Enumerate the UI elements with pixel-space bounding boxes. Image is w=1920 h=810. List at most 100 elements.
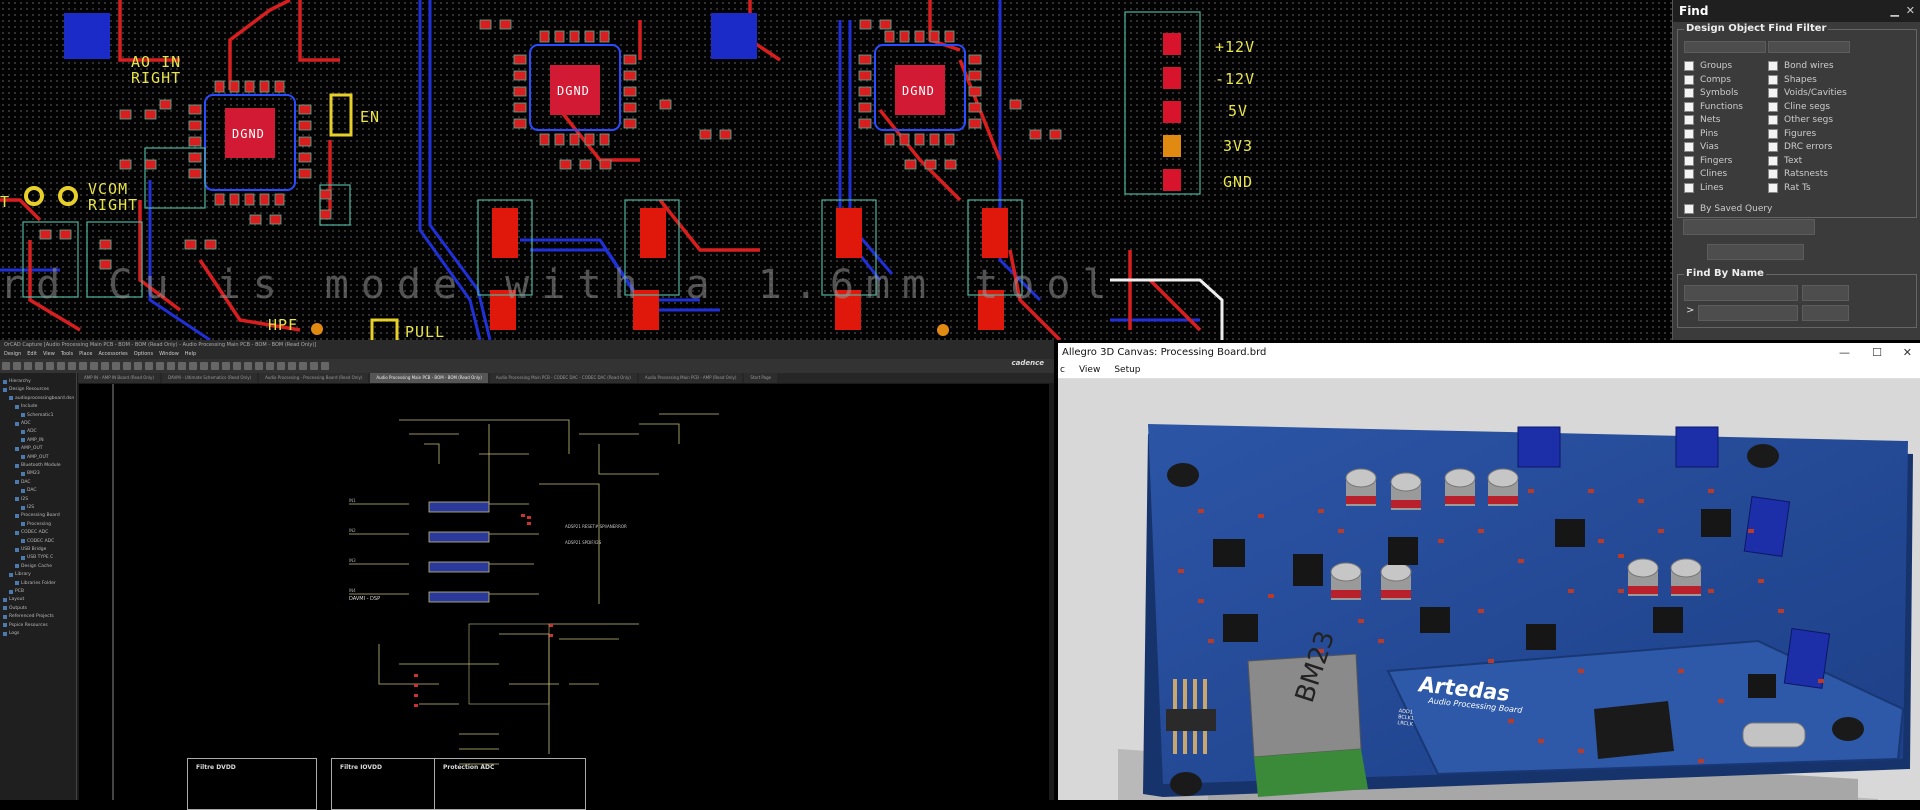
find-by-mode-select[interactable] <box>1802 285 1849 301</box>
tree-item[interactable]: Library <box>9 572 31 577</box>
toolbar-button-icon[interactable] <box>233 362 241 370</box>
schematic-canvas[interactable]: IN1 IN2 IN3 IN4 DAVMI - DSP ADSP21 RESET… <box>79 384 1049 800</box>
filter-checkbox-figures[interactable]: Figures <box>1768 129 1816 139</box>
filter-checkbox-pins[interactable]: Pins <box>1684 129 1718 139</box>
filter-checkbox-drc-errors[interactable]: DRC errors <box>1768 142 1832 152</box>
filter-checkbox-other-segs[interactable]: Other segs <box>1768 115 1833 125</box>
tree-item[interactable]: PCB <box>9 589 24 594</box>
filter-checkbox-nets[interactable]: Nets <box>1684 115 1721 125</box>
tree-item[interactable]: USB TYPE C <box>21 555 53 560</box>
capture-menu-window[interactable]: Window <box>159 350 179 359</box>
capture-menu-help[interactable]: Help <box>185 350 196 359</box>
block-filtre-iovdd[interactable]: Filtre IOVDD <box>331 758 435 810</box>
filter-checkbox-cline-segs[interactable]: Cline segs <box>1768 102 1830 112</box>
tree-item[interactable]: I2S <box>15 497 28 502</box>
toolbar-button-icon[interactable] <box>288 362 296 370</box>
toolbar-button-icon[interactable] <box>57 362 65 370</box>
filter-checkbox-symbols[interactable]: Symbols <box>1684 88 1738 98</box>
filter-checkbox-lines[interactable]: Lines <box>1684 183 1723 193</box>
filter-checkbox-vias[interactable]: Vias <box>1684 142 1719 152</box>
tree-item[interactable]: AMP_OUT <box>15 446 43 451</box>
tree-item[interactable]: DAC <box>21 488 37 493</box>
toolbar-button-icon[interactable] <box>24 362 32 370</box>
tree-item[interactable]: Referenced Projects <box>3 614 54 619</box>
document-tab[interactable]: Audio Processing Main PCB - AMP (Read On… <box>639 373 743 383</box>
toolbar-button-icon[interactable] <box>211 362 219 370</box>
minimize-icon[interactable]: ▁ <box>1891 0 1899 22</box>
tree-item[interactable]: Logs <box>3 631 19 636</box>
tree-item[interactable]: Include <box>15 404 37 409</box>
tree-item[interactable]: Pspice Resources <box>3 623 48 628</box>
toolbar-button-icon[interactable] <box>244 362 252 370</box>
tree-item[interactable]: Design Cache <box>15 564 52 569</box>
toolbar-button-icon[interactable] <box>156 362 164 370</box>
tree-item[interactable]: audioprocessingboard.dsn <box>9 396 74 401</box>
tree-item[interactable]: DAC <box>15 480 31 485</box>
find-by-type-select[interactable] <box>1684 285 1798 301</box>
toolbar-button-icon[interactable] <box>145 362 153 370</box>
tree-item[interactable]: BM23 <box>21 471 40 476</box>
tree-item[interactable]: I2S <box>21 505 34 510</box>
maximize-button[interactable]: ☐ <box>1872 343 1882 362</box>
document-tab[interactable]: DAVMI - Ultimate Schematics (Read Only) <box>162 373 257 383</box>
document-tab[interactable]: Start Page <box>744 373 777 383</box>
toolbar-button-icon[interactable] <box>46 362 54 370</box>
tree-item[interactable]: ADC <box>21 429 37 434</box>
capture-menu-options[interactable]: Options <box>134 350 153 359</box>
filter-checkbox-text[interactable]: Text <box>1768 156 1802 166</box>
filter-checkbox-bond-wires[interactable]: Bond wires <box>1768 61 1834 71</box>
menu-setup[interactable]: Setup <box>1114 362 1140 378</box>
toolbar-button-icon[interactable] <box>13 362 21 370</box>
tree-item[interactable]: Processing Board <box>15 513 60 518</box>
toolbar-button-icon[interactable] <box>101 362 109 370</box>
toolbar-button-icon[interactable] <box>79 362 87 370</box>
menu-partial[interactable]: c <box>1060 362 1065 378</box>
toolbar-button-icon[interactable] <box>277 362 285 370</box>
capture-menu-edit[interactable]: Edit <box>27 350 37 359</box>
filter-checkbox-groups[interactable]: Groups <box>1684 61 1732 71</box>
document-tab[interactable]: Audio Processing Main PCB - BOM - BOM (R… <box>370 373 487 383</box>
find-more-button[interactable] <box>1802 305 1849 321</box>
filter-checkbox-functions[interactable]: Functions <box>1684 102 1743 112</box>
toolbar-button-icon[interactable] <box>200 362 208 370</box>
filter-checkbox-clines[interactable]: Clines <box>1684 169 1727 179</box>
toolbar-button-icon[interactable] <box>255 362 263 370</box>
by-saved-query-checkbox[interactable]: By Saved Query <box>1684 204 1772 214</box>
close-button[interactable]: ✕ <box>1903 343 1912 362</box>
block-filtre-dvdd[interactable]: Filtre DVDD <box>187 758 317 810</box>
document-tab[interactable]: AMP IN - AMP IN Board (Read Only) <box>78 373 160 383</box>
document-tab[interactable]: Audio Processing - Processing Board (Rea… <box>259 373 368 383</box>
3d-viewport[interactable]: BM23 Artedas Audio Processing Board ADD1… <box>1058 379 1920 800</box>
tree-item[interactable]: CODEC ADC <box>21 539 54 544</box>
find-name-input[interactable] <box>1698 305 1798 321</box>
toolbar-button-icon[interactable] <box>123 362 131 370</box>
pcb-layout-canvas[interactable]: rd Cu is mode with a 1.6mm tool AO IN RI… <box>0 0 1672 340</box>
toolbar-button-icon[interactable] <box>321 362 329 370</box>
tree-item[interactable]: Bluetooth Module <box>15 463 61 468</box>
tree-item[interactable]: USB Bridge <box>15 547 46 552</box>
toolbar-button-icon[interactable] <box>266 362 274 370</box>
toolbar-button-icon[interactable] <box>134 362 142 370</box>
toolbar-button-icon[interactable] <box>222 362 230 370</box>
capture-menu-design[interactable]: Design <box>4 350 21 359</box>
toolbar-button-icon[interactable] <box>299 362 307 370</box>
tree-item[interactable]: Processing <box>21 522 51 527</box>
document-tab[interactable]: Audio Processing Main PCB - CODEC DAC - … <box>490 373 637 383</box>
capture-menu-view[interactable]: View <box>43 350 55 359</box>
tree-item[interactable]: ADC <box>15 421 31 426</box>
capture-menu-accessories[interactable]: Accessories <box>98 350 127 359</box>
tree-item[interactable]: Outputs <box>3 606 27 611</box>
block-protection-adc[interactable]: Protection ADC <box>434 758 586 810</box>
filter-checkbox-fingers[interactable]: Fingers <box>1684 156 1732 166</box>
all-on-button[interactable] <box>1684 41 1766 53</box>
filter-checkbox-shapes[interactable]: Shapes <box>1768 75 1817 85</box>
menu-view[interactable]: View <box>1079 362 1100 378</box>
capture-menu-place[interactable]: Place <box>79 350 92 359</box>
toolbar-button-icon[interactable] <box>68 362 76 370</box>
filter-checkbox-ratsnests[interactable]: Ratsnests <box>1768 169 1828 179</box>
close-icon[interactable]: ✕ <box>1906 0 1915 22</box>
filter-checkbox-voids-cavities[interactable]: Voids/Cavities <box>1768 88 1847 98</box>
tree-item[interactable]: Design Resources <box>3 387 49 392</box>
query-edit-button[interactable] <box>1707 244 1804 260</box>
toolbar-button-icon[interactable] <box>178 362 186 370</box>
